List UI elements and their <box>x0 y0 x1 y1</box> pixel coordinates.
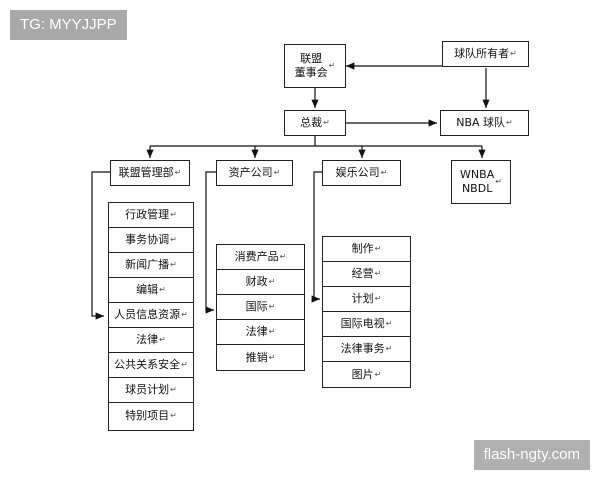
para-mark: ↵ <box>181 360 188 369</box>
ent-dept-item: 法律事务↵ <box>323 337 410 362</box>
node-nba-teams: NBA 球队↵ <box>440 110 529 136</box>
league-dept-item: 人员信息资源↵ <box>109 303 193 328</box>
para-mark: ↵ <box>170 210 177 219</box>
para-mark: ↵ <box>268 327 276 336</box>
dept-label: 新闻广播 <box>125 258 170 271</box>
node-label: 球队所有者 <box>454 47 510 60</box>
league-dept-item: 公共关系安全↵ <box>109 353 193 378</box>
para-mark: ↵ <box>273 168 281 177</box>
para-mark: ↵ <box>385 319 393 328</box>
ent-dept-item: 经营↵ <box>323 262 410 287</box>
league-dept-item: 行政管理↵ <box>109 203 193 228</box>
dept-label: 编辑 <box>136 283 159 296</box>
node-league-board: 联盟 董事会↵ <box>284 44 346 88</box>
para-mark: ↵ <box>279 252 287 261</box>
dept-label: 财政 <box>245 275 268 288</box>
para-mark: ↵ <box>170 235 177 244</box>
node-label: 总裁 <box>300 116 323 129</box>
para-mark: ↵ <box>170 260 177 269</box>
para-mark: ↵ <box>374 369 382 379</box>
ent-dept-item: 图片↵ <box>323 362 410 387</box>
ent-dept-item: 国际电视↵ <box>323 312 410 337</box>
node-label: 娱乐公司 <box>335 166 380 179</box>
dept-label: 图片 <box>351 367 374 381</box>
league-dept-item: 法律↵ <box>109 328 193 353</box>
dept-label: 行政管理 <box>125 208 170 221</box>
league-dept-item: 球员计划↵ <box>109 378 193 403</box>
league-dept-item: 特别项目↵ <box>109 403 193 428</box>
dept-label: 计划 <box>351 292 374 305</box>
para-mark: ↵ <box>170 385 177 394</box>
ent-dept-item: 制作↵ <box>323 237 410 262</box>
league-dept-list: 行政管理↵ 事务协调↵ 新闻广播↵ 编辑↵ 人员信息资源↵ 法律↵ 公共关系安全… <box>108 202 194 431</box>
node-wnba-nbdl: WNBA NBDL↵ <box>451 160 511 204</box>
node-label: 资产公司 <box>228 166 273 179</box>
node-league-management: 联盟管理部↵ <box>110 160 190 186</box>
dept-label: 特别项目 <box>125 408 170 422</box>
para-mark: ↵ <box>385 344 393 353</box>
league-dept-item: 编辑↵ <box>109 278 193 303</box>
para-mark: ↵ <box>510 49 517 58</box>
asset-dept-item: 消费产品↵ <box>217 245 304 270</box>
para-mark: ↵ <box>170 410 177 420</box>
para-mark: ↵ <box>374 294 382 303</box>
para-mark: ↵ <box>495 177 502 186</box>
dept-label: 制作 <box>351 242 374 255</box>
ent-dept-list: 制作↵ 经营↵ 计划↵ 国际电视↵ 法律事务↵ 图片↵ <box>322 236 411 388</box>
para-mark: ↵ <box>181 310 188 319</box>
node-label: WNBA NBDL <box>460 168 495 195</box>
asset-dept-item: 推销↵ <box>217 345 304 370</box>
dept-label: 人员信息资源 <box>114 308 181 321</box>
asset-dept-item: 国际↵ <box>217 295 304 320</box>
asset-dept-list: 消费产品↵ 财政↵ 国际↵ 法律↵ 推销↵ <box>216 244 305 371</box>
para-mark: ↵ <box>174 168 182 177</box>
para-mark: ↵ <box>268 302 276 311</box>
dept-label: 法律事务 <box>340 342 385 355</box>
node-president: 总裁↵ <box>284 110 346 136</box>
asset-dept-item: 财政↵ <box>217 270 304 295</box>
para-mark: ↵ <box>328 61 336 70</box>
dept-label: 国际 <box>245 300 268 313</box>
asset-dept-item: 法律↵ <box>217 320 304 345</box>
para-mark: ↵ <box>159 285 166 294</box>
watermark-bottom-right: flash-ngty.com <box>473 440 590 470</box>
node-label: 联盟管理部 <box>118 166 174 179</box>
dept-label: 事务协调 <box>125 233 170 246</box>
ent-dept-item: 计划↵ <box>323 287 410 312</box>
dept-label: 消费产品 <box>234 250 279 263</box>
dept-label: 公共关系安全 <box>114 358 181 371</box>
dept-label: 国际电视 <box>340 317 385 330</box>
dept-label: 球员计划 <box>125 383 170 396</box>
para-mark: ↵ <box>268 352 276 362</box>
league-dept-item: 事务协调↵ <box>109 228 193 253</box>
para-mark: ↵ <box>380 168 388 177</box>
node-label: 联盟 董事会 <box>294 52 328 79</box>
watermark-top-left: TG: MYYJJPP <box>10 10 127 40</box>
para-mark: ↵ <box>268 277 276 286</box>
node-label: NBA 球队 <box>456 116 506 129</box>
para-mark: ↵ <box>374 244 382 253</box>
dept-label: 经营 <box>351 267 374 280</box>
para-mark: ↵ <box>159 335 166 344</box>
para-mark: ↵ <box>323 118 330 127</box>
dept-label: 推销 <box>245 350 268 364</box>
node-entertainment-company: 娱乐公司↵ <box>322 160 401 186</box>
dept-label: 法律 <box>136 333 159 346</box>
dept-label: 法律 <box>245 325 268 338</box>
node-asset-company: 资产公司↵ <box>216 160 293 186</box>
para-mark: ↵ <box>374 269 382 278</box>
node-team-owners: 球队所有者↵ <box>442 41 529 67</box>
league-dept-item: 新闻广播↵ <box>109 253 193 278</box>
para-mark: ↵ <box>506 118 513 127</box>
